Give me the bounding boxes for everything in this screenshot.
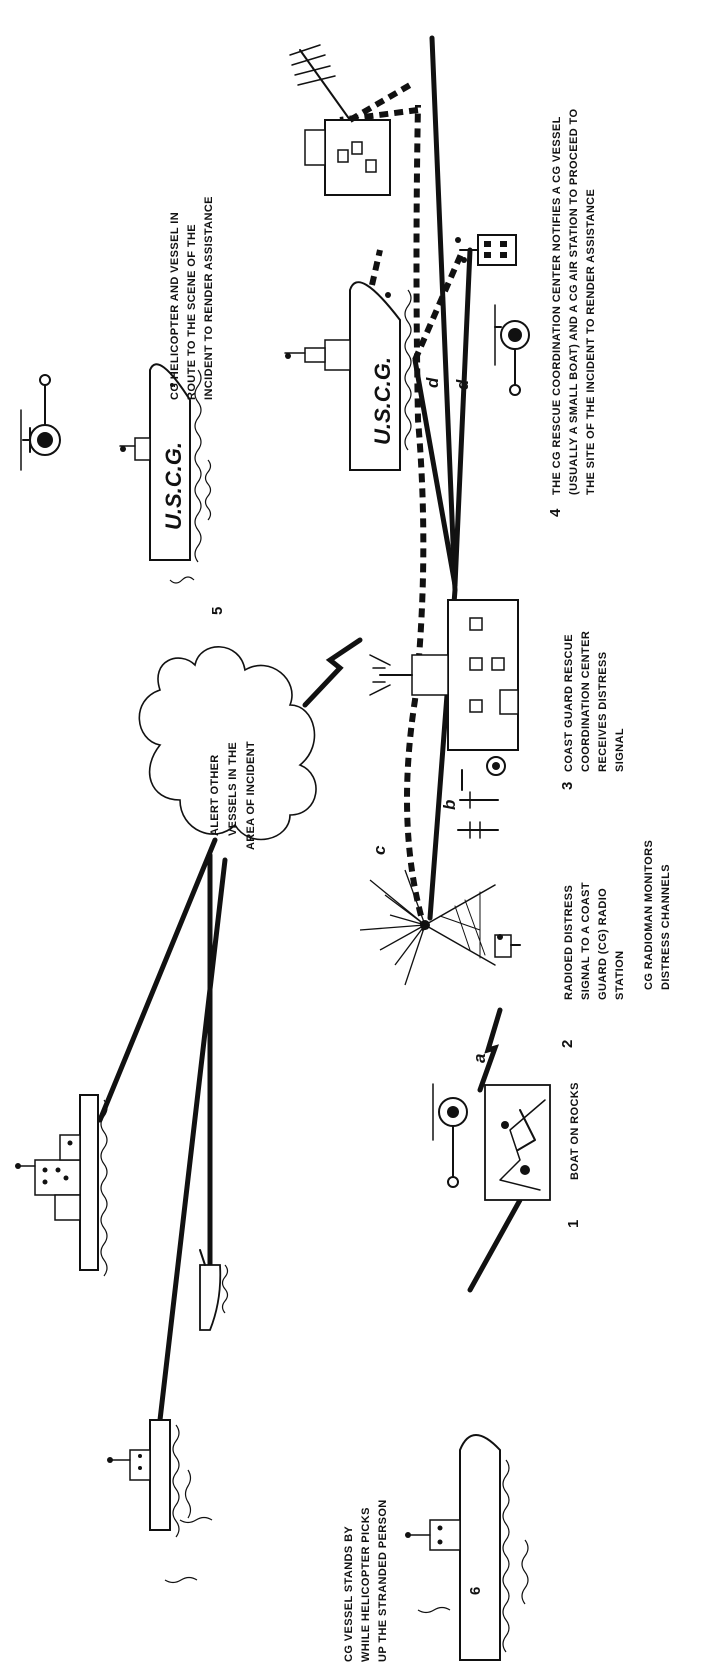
cg-air-station-tower [455,235,516,265]
step3-label-line4: SIGNAL [614,728,626,772]
step6-label-line3: UP THE STRANDED PERSON [377,1499,389,1662]
monitors-label-line1: CG RADIOMAN MONITORS [643,840,655,990]
step3-label-line1: COAST GUARD RESCUE [563,634,575,772]
signal-burst [360,870,425,985]
step3-label-line2: COORDINATION CENTER [580,631,592,772]
cloud-text-line3: AREA OF INCIDENT [245,741,257,850]
step5-label-line1: CG HELICOPTER AND VESSEL IN [169,212,181,400]
rescue-tow-line [470,1200,520,1290]
step-number-2: 2 [559,1040,576,1048]
alert-cloud: ALERT OTHER VESSELS IN THE AREA OF INCID… [139,647,316,850]
cloud-text-line2: VESSELS IN THE [227,742,239,836]
dashed-air-link [415,252,462,360]
cg-vessel-standing-by [405,1435,509,1660]
helicopter-en-route [21,375,60,470]
step6-label-line2: WHILE HELICOPTER PICKS [360,1507,372,1662]
path-a-boat-to-antenna [480,1010,500,1090]
merchant-ship-upper [15,1095,107,1276]
ship-hull-text-upper: U.S.C.G. [161,442,186,530]
step1-label: BOAT ON ROCKS [569,1082,581,1180]
step6-label-line1: CG VESSEL STANDS BY [343,1526,355,1662]
path-c-dashed-radio-arc [407,105,425,930]
step2-label-line4: STATION [614,951,626,1000]
step-number-3: 3 [559,782,576,790]
step4-label-line3: THE SITE OF THE INCIDENT TO RENDER ASSIS… [585,189,597,495]
path-letter-d-2: d [453,379,472,390]
path-letter-c: c [370,845,389,855]
step2-label-line3: GUARD (CG) RADIO [597,888,609,1000]
uscg-vessel-dispatched: U.S.C.G. [285,250,411,470]
step4-label-line2: (USUALLY A SMALL BOAT) AND A CG AIR STAT… [568,109,580,495]
step4-label-line1: THE CG RESCUE COORDINATION CENTER NOTIFI… [551,116,563,495]
step2-label-line2: SIGNAL TO A COAST [580,882,592,1000]
path-letter-d-1: d [423,377,442,388]
ship-hull-text-lower: U.S.C.G. [370,357,395,445]
step5-label-line3: INCIDENT TO RENDER ASSISTANCE [203,196,215,400]
path-letter-b: b [440,800,459,810]
vessel-lower-left [107,1420,191,1537]
step-number-1: 1 [565,1220,582,1228]
small-sailboat [200,1250,228,1330]
step5-label-line2: ROUTE TO THE SCENE OF THE [186,224,198,400]
cg-air-station-building [290,45,410,195]
boat-on-rocks-scene [433,1084,550,1200]
step2-label-line1: RADIOED DISTRESS [563,885,575,1000]
step-number-5: 5 [209,607,226,615]
cg-radio-station-tower [360,870,520,985]
path-letter-a: a [470,1054,489,1063]
path-d-to-air-station [455,250,470,585]
monitors-label-line2: DISTRESS CHANNELS [660,864,672,990]
lightning-to-cloud [305,640,360,705]
step-number-6: 6 [467,1587,484,1595]
helicopter-hoisting [433,1084,467,1187]
cloud-text-line1: ALERT OTHER [209,754,221,836]
step3-label-line3: RECEIVES DISTRESS [597,652,609,773]
step-number-4: 4 [547,508,564,517]
helicopter-at-air-station [495,305,529,395]
